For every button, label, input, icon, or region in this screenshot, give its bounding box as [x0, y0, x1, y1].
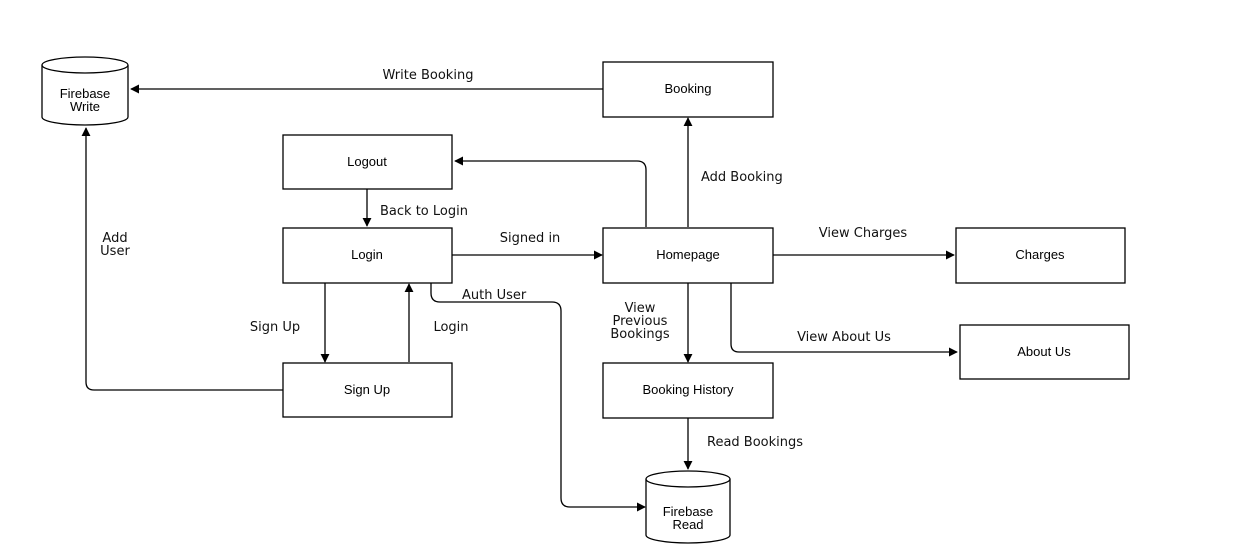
login-node: Login: [282, 227, 453, 284]
edge-add-user: [81, 127, 283, 391]
booking-label: Booking: [665, 81, 712, 96]
login-edge-label: Login: [433, 320, 468, 335]
auth-user-label: Auth User: [462, 288, 527, 303]
firebase-write-node: Firebase Write: [41, 56, 129, 126]
about-us-label: About Us: [1017, 344, 1071, 359]
logout-label: Logout: [347, 154, 387, 169]
view-charges-label: View Charges: [819, 226, 908, 241]
homepage-node: Homepage: [602, 227, 774, 284]
edges: [81, 84, 958, 512]
homepage-label: Homepage: [656, 247, 720, 262]
edge-view-about-us: [730, 283, 958, 357]
firebase-write-label-line1: Firebase: [60, 86, 111, 101]
sign-up-edge-label: Sign Up: [250, 320, 300, 335]
logout-node: Logout: [282, 134, 453, 190]
charges-node: Charges: [955, 227, 1126, 284]
add-user-label-line1: Add: [102, 231, 127, 246]
add-booking-label: Add Booking: [701, 170, 783, 185]
firebase-read-label-line1: Firebase: [663, 504, 714, 519]
edge-auth-user: [430, 283, 646, 512]
login-label: Login: [351, 247, 383, 262]
view-about-us-label: View About Us: [797, 330, 891, 345]
view-previous-bookings-label-line2: Previous: [613, 314, 668, 329]
booking-history-label: Booking History: [642, 382, 734, 397]
booking-history-node: Booking History: [602, 362, 774, 419]
view-previous-bookings-label-line1: View: [625, 301, 656, 316]
add-user-label-line2: User: [100, 244, 130, 259]
sign-up-node: Sign Up: [282, 362, 453, 418]
view-previous-bookings-label-line3: Bookings: [610, 327, 669, 342]
signed-in-label: Signed in: [500, 231, 561, 246]
firebase-write-label-line2: Write: [70, 99, 100, 114]
firebase-read-label-line2: Read: [672, 517, 703, 532]
about-us-node: About Us: [959, 324, 1130, 380]
booking-node: Booking: [602, 61, 774, 118]
back-to-login-label: Back to Login: [380, 204, 468, 219]
edge-homepage-to-logout: [454, 156, 647, 227]
firebase-read-node: Firebase Read: [645, 470, 731, 544]
read-bookings-label: Read Bookings: [707, 435, 803, 450]
charges-label: Charges: [1015, 247, 1065, 262]
edge-labels: Write Booking Add Booking Back to Login …: [100, 68, 907, 450]
write-booking-label: Write Booking: [383, 68, 474, 83]
sign-up-label: Sign Up: [344, 382, 390, 397]
